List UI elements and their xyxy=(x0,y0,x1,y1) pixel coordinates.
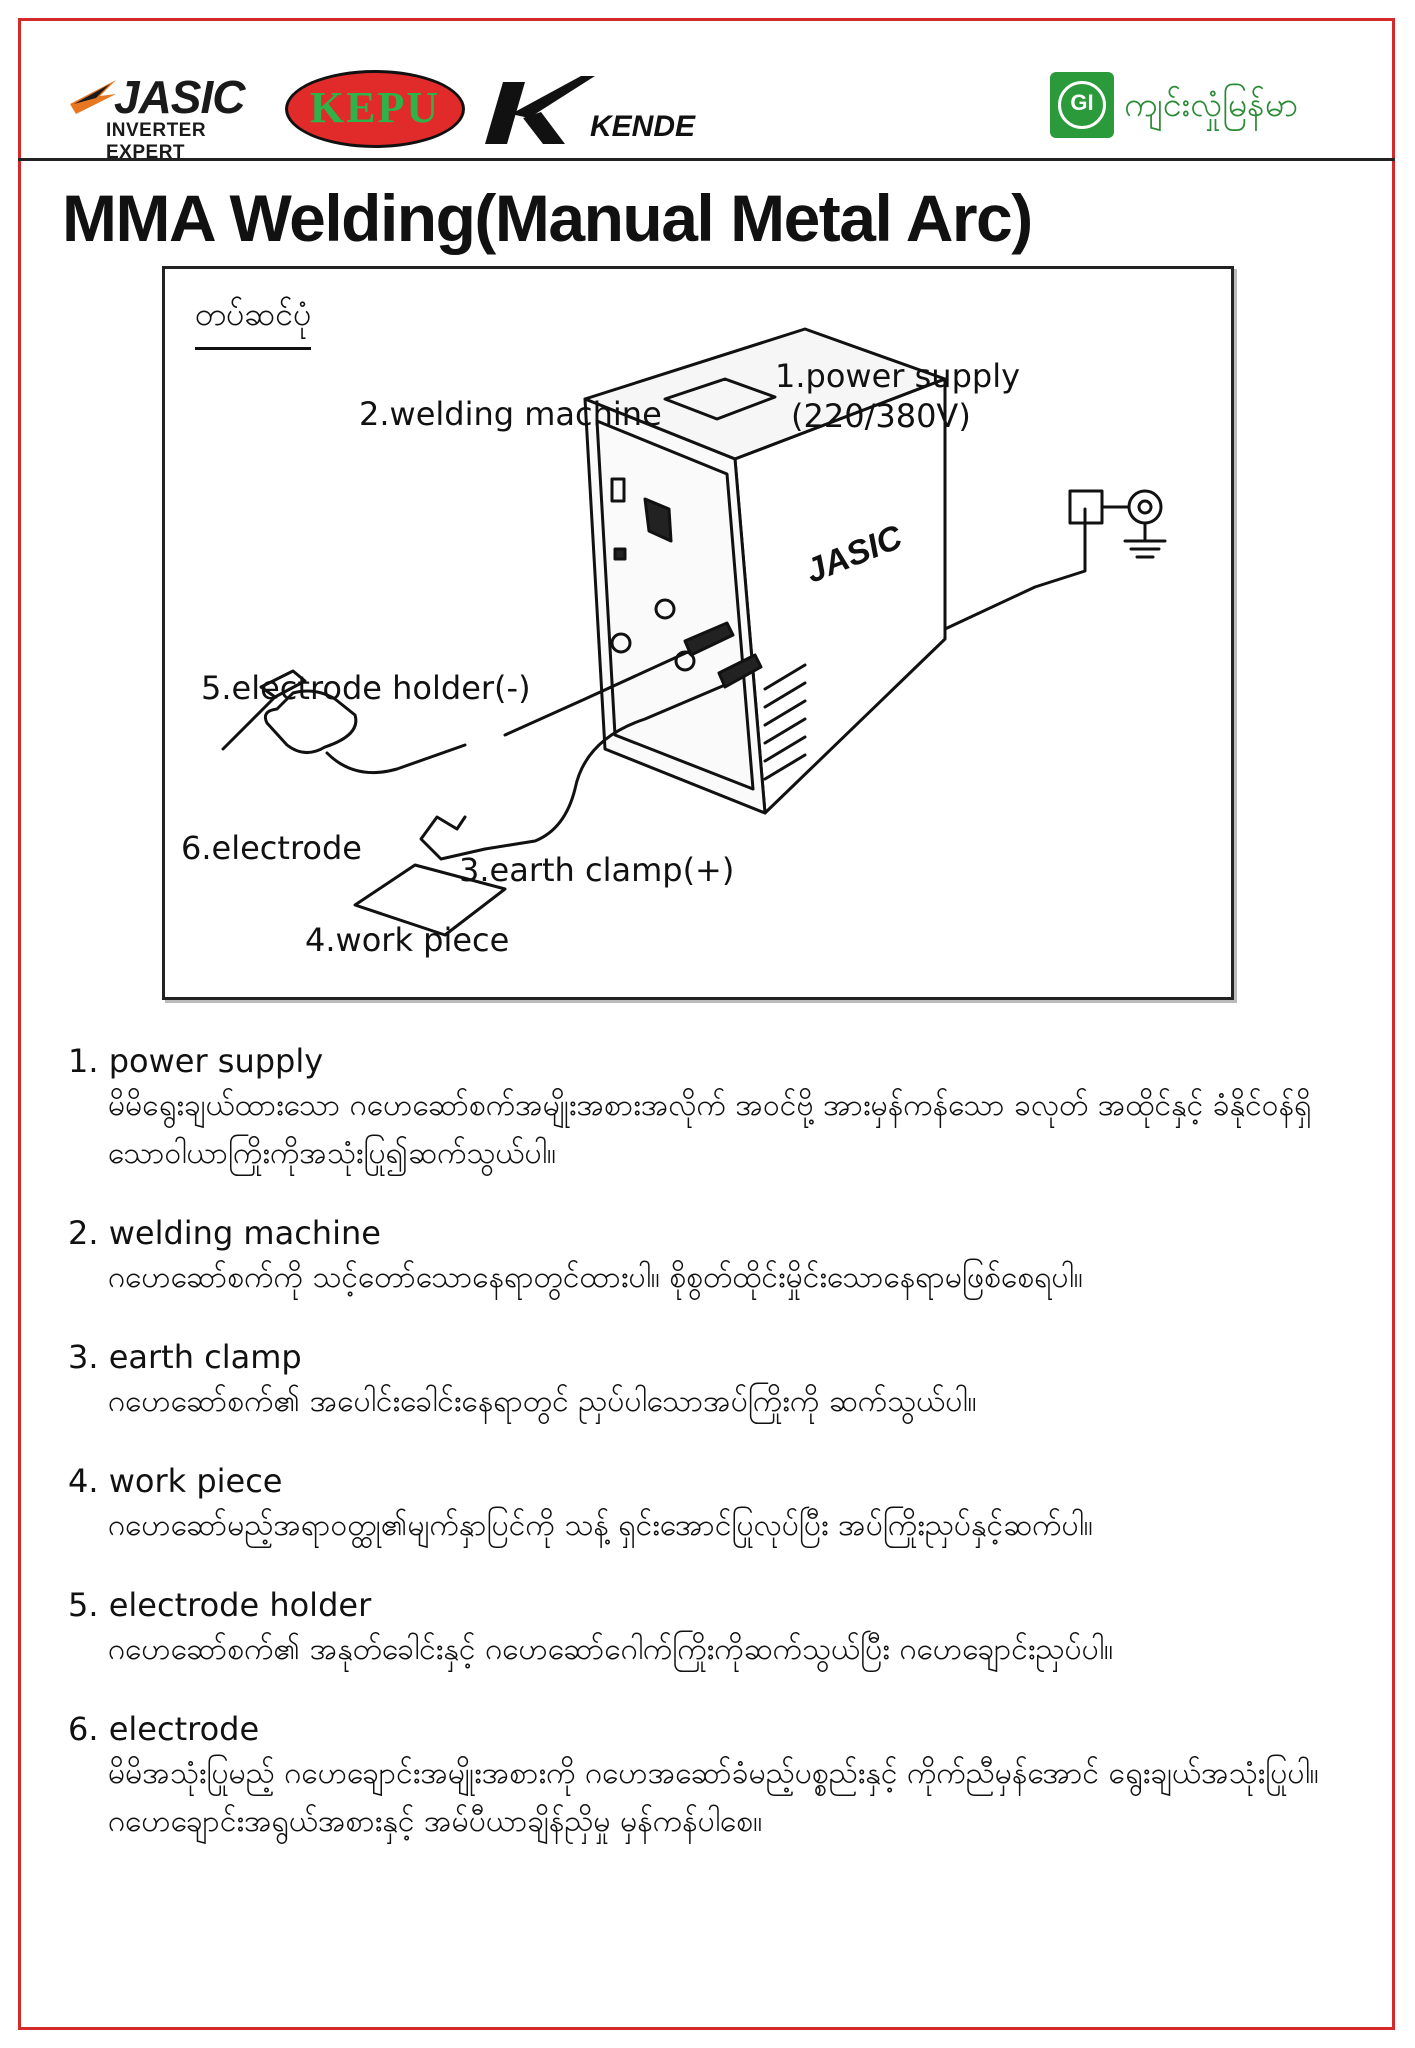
electrode-holder-label: 5.electrode holder(-) xyxy=(201,669,531,707)
kende-k-mark-icon xyxy=(485,76,595,144)
installation-heading: တပ်ဆင်ပုံ xyxy=(195,293,312,350)
note-welding-machine: 2. welding machine ဂဟေဆော်စက်ကို သင့်တော… xyxy=(68,1212,1368,1302)
kepu-logo-word: KEPU xyxy=(309,83,441,132)
note-heading: 1. power supply xyxy=(68,1042,324,1080)
instruction-notes: 1. power supply မိမိရွေးချယ်ထားသော ဂဟေဆေ… xyxy=(68,1040,1368,1880)
jasic-logo: JASIC INVERTER EXPERT xyxy=(70,68,270,163)
earth-clamp-label: 3.earth clamp(+) xyxy=(459,851,735,889)
gi-logo: GI ကျင်းလှုံမြန်မာ xyxy=(1050,72,1350,142)
kepu-logo: KEPU xyxy=(285,70,465,148)
note-text: မိမိအသုံးပြုမည့် ဂဟေချောင်းအမျိုးအစားကို… xyxy=(108,1756,1319,1839)
note-heading: 2. welding machine xyxy=(68,1214,381,1252)
page-frame xyxy=(18,18,1395,2030)
kende-logo-word: KENDE xyxy=(590,110,696,143)
note-text: ဂဟေဆော်စက်၏ အနုတ်ခေါင်းနှင့် ဂဟေဆော်ဂေါက… xyxy=(108,1632,1114,1667)
note-text: ဂဟေဆော်စက်၏ အပေါင်းခေါင်းနေရာတွင် ညှပ်ပါ… xyxy=(108,1384,977,1419)
note-electrode: 6. electrode မိမိအသုံးပြုမည့် ဂဟေချောင်း… xyxy=(68,1708,1368,1846)
gi-badge-letters: GI xyxy=(1070,90,1094,115)
jasic-logo-word: JASIC xyxy=(114,71,245,123)
electrode-label: 6.electrode xyxy=(181,829,362,867)
note-work-piece: 4. work piece ဂဟေဆော်မည့်အရာဝတ္ထု၏မျက်နှ… xyxy=(68,1460,1368,1550)
note-electrode-holder: 5. electrode holder ဂဟေဆော်စက်၏ အနုတ်ခေါ… xyxy=(68,1584,1368,1674)
gi-badge: GI xyxy=(1050,72,1114,138)
gi-company-name: ကျင်းလှုံမြန်မာ xyxy=(1124,85,1299,125)
kepu-logo-oval xyxy=(285,70,465,148)
power-supply-label: 1.power supply xyxy=(775,357,1021,395)
header-divider xyxy=(18,158,1395,161)
note-text: ဂဟေဆော်မည့်အရာဝတ္ထု၏မျက်နှာပြင်ကို သန့် … xyxy=(108,1508,1093,1543)
note-heading: 3. earth clamp xyxy=(68,1338,302,1376)
work-piece-label: 4.work piece xyxy=(305,921,510,959)
jasic-logo-tagline: INVERTER EXPERT xyxy=(106,120,207,163)
welding-machine-label: 2.welding machine xyxy=(359,395,662,433)
note-power-supply: 1. power supply မိမိရွေးချယ်ထားသော ဂဟေဆေ… xyxy=(68,1040,1368,1178)
note-earth-clamp: 3. earth clamp ဂဟေဆော်စက်၏ အပေါင်းခေါင်း… xyxy=(68,1336,1368,1426)
welding-setup-illustration: JASIC xyxy=(221,327,1167,937)
note-heading: 5. electrode holder xyxy=(68,1586,372,1624)
installation-diagram: JASIC တပ်ဆင်ပုံ 1.power supply (220/380V… xyxy=(162,266,1234,1000)
jasic-swoosh-icon xyxy=(70,80,116,114)
note-text: ဂဟေဆော်စက်ကို သင့်တော်သောနေရာတွင်ထားပါ။ … xyxy=(108,1260,1083,1295)
voltage-label: (220/380V) xyxy=(791,397,971,435)
note-heading: 6. electrode xyxy=(68,1710,260,1748)
page-title: MMA Welding(Manual Metal Arc) xyxy=(62,181,1033,255)
note-text: မိမိရွေးချယ်ထားသော ဂဟေဆော်စက်အမျိုးအစားအ… xyxy=(108,1088,1312,1171)
note-heading: 4. work piece xyxy=(68,1462,283,1500)
kende-logo: KENDE xyxy=(485,72,715,150)
